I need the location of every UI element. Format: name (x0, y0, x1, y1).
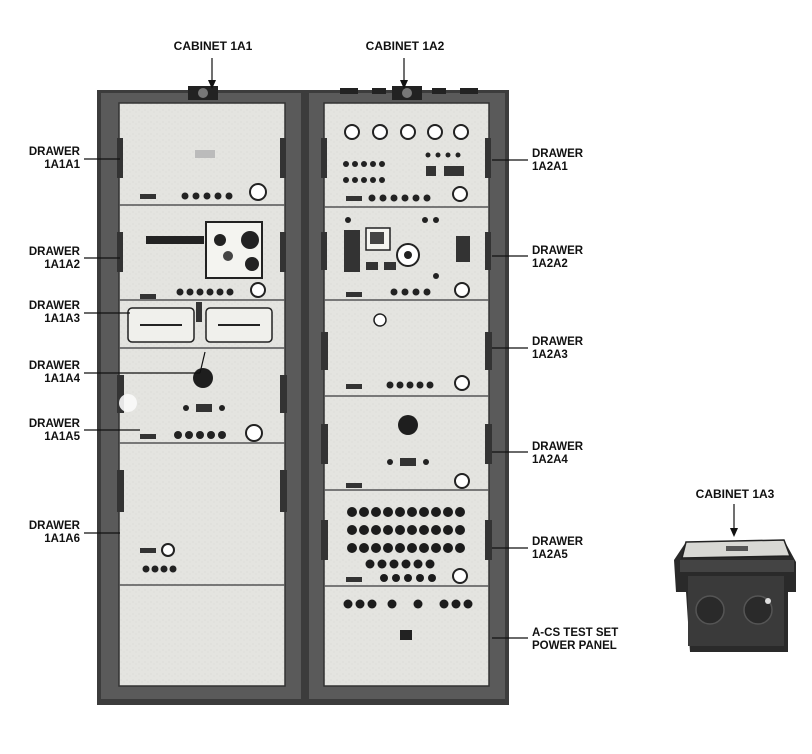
cabinet-1a2-label: CABINET 1A2 (365, 39, 445, 53)
drawer-1a1a4-id: 1A1A4 (44, 373, 80, 385)
drawer-1a1a5-title: DRAWER (28, 418, 80, 430)
drawer-1a2a3-label: DRAWER 1A2A3 (532, 336, 583, 362)
cabinet-1a2 (305, 86, 509, 705)
drawer-1a2a2-label: DRAWER 1A2A2 (532, 245, 583, 271)
drawer-1a2a1-id: 1A2A1 (532, 161, 568, 173)
drawer-1a1a1-label: DRAWER 1A1A1 (10, 146, 80, 172)
cabinet-1a3-label: CABINET 1A3 (695, 487, 775, 501)
drawer-1a1a5-id: 1A1A5 (44, 431, 80, 443)
drawer-1a1a1-id: 1A1A1 (44, 159, 80, 171)
drawer-1a2a1-label: DRAWER 1A2A1 (532, 148, 583, 174)
drawer-1a2a3-title: DRAWER (532, 336, 584, 348)
cabinet-1a1 (97, 86, 305, 705)
drawer-1a1a6-title: DRAWER (28, 520, 80, 532)
drawer-1a1a3-title: DRAWER (28, 300, 80, 312)
power-panel-title: A-CS TEST SET (532, 627, 619, 639)
cabinet-1a3 (674, 539, 796, 652)
power-panel-label: A-CS TEST SET POWER PANEL (532, 627, 618, 653)
drawer-1a1a3-id: 1A1A3 (44, 313, 80, 325)
drawer-1a2a2-id: 1A2A2 (532, 258, 568, 270)
drawer-1a2a5-id: 1A2A5 (532, 549, 568, 561)
drawer-1a1a6-id: 1A1A6 (44, 533, 80, 545)
drawer-1a1a5-label: DRAWER 1A1A5 (10, 418, 80, 444)
drawer-1a2a1-title: DRAWER (532, 148, 584, 160)
drawer-1a2a3-id: 1A2A3 (532, 349, 568, 361)
drawer-1a1a6-label: DRAWER 1A1A6 (10, 520, 80, 546)
drawer-1a2a5-label: DRAWER 1A2A5 (532, 536, 583, 562)
drawer-1a2a2-title: DRAWER (532, 245, 584, 257)
drawer-1a1a2-id: 1A1A2 (44, 259, 80, 271)
cabinet-1a1-label: CABINET 1A1 (173, 39, 253, 53)
drawer-1a2a4-title: DRAWER (532, 441, 584, 453)
drawer-1a1a1-title: DRAWER (28, 146, 80, 158)
drawer-1a1a4-label: DRAWER 1A1A4 (10, 360, 80, 386)
drawer-1a1a2-title: DRAWER (28, 246, 80, 258)
drawer-1a2a4-id: 1A2A4 (532, 454, 568, 466)
drawer-1a1a3-label: DRAWER 1A1A3 (10, 300, 80, 326)
drawer-1a1a4-title: DRAWER (28, 360, 80, 372)
drawer-1a1a2-label: DRAWER 1A1A2 (10, 246, 80, 272)
drawer-1a2a5-title: DRAWER (532, 536, 584, 548)
power-panel-subtitle: POWER PANEL (532, 640, 617, 652)
drawer-1a2a4-label: DRAWER 1A2A4 (532, 441, 583, 467)
callout-lines (84, 58, 738, 639)
